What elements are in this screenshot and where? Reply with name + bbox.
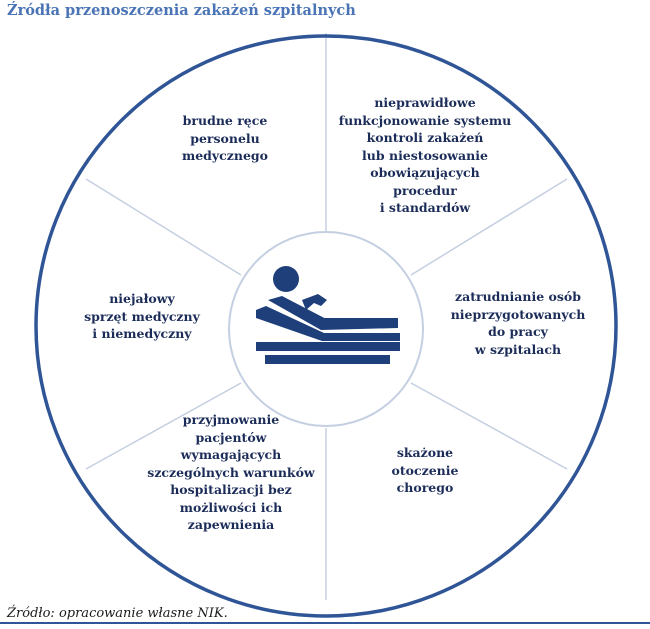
segment-line: zapewnienia: [187, 517, 275, 532]
segment-line: hospitalizacji bez: [170, 482, 292, 497]
segment-line: otoczenie: [391, 462, 459, 478]
segment-line: wymagających: [180, 447, 282, 462]
segment-line: i standardów: [379, 200, 471, 215]
segment-line: skażone: [396, 445, 454, 460]
segment-line: możliwości ich: [179, 499, 283, 515]
segment-label-non-sterile-equipment: niejałowy sprzęt medyczny i niemedyczny: [62, 290, 222, 343]
segment-line: personelu: [190, 130, 260, 146]
segment-line: brudne ręce: [182, 113, 268, 128]
source-note: Źródło: opracowanie własne NIK.: [7, 606, 228, 621]
patient-in-bed-icon: [256, 266, 400, 364]
segment-line: zatrudnianie osób: [455, 289, 581, 304]
segment-line: niejałowy: [109, 291, 175, 306]
segment-line: kontroli zakażeń: [366, 130, 484, 145]
segment-line: medycznego: [181, 148, 268, 163]
segment-line: obowiązujących: [370, 165, 480, 180]
segment-line: w szpitalach: [474, 341, 562, 357]
segment-line: do pracy: [488, 324, 548, 339]
divider-line: [85, 382, 242, 470]
segment-label-contaminated-environment: skażone otoczenie chorego: [360, 444, 490, 497]
segment-line: funkcjonowanie systemu: [338, 112, 512, 128]
segment-line: szczególnych warunków: [147, 464, 315, 480]
divider-line: [410, 382, 568, 470]
segment-label-special-patients: przyjmowanie pacjentów wymagających szcz…: [138, 411, 324, 534]
segment-line: nieprzygotowanych: [450, 306, 586, 322]
bottom-rule: [0, 622, 650, 624]
segment-line: sprzęt medyczny: [84, 308, 200, 324]
segment-line: pacjentów: [195, 429, 267, 445]
segment-label-infection-control: nieprawidłowe funkcjonowanie systemu kon…: [330, 94, 520, 217]
segment-line: procedur: [393, 182, 457, 198]
divider-line: [410, 178, 568, 276]
segment-label-dirty-hands: brudne ręce personelu medycznego: [150, 112, 300, 165]
divider-line: [85, 178, 242, 276]
segment-line: przyjmowanie: [182, 412, 280, 427]
segment-line: i niemedyczny: [92, 326, 192, 341]
outer-ring: [34, 34, 618, 618]
segment-line: lub niestosowanie: [362, 147, 488, 163]
page-title: Źródła przenoszczenia zakażeń szpitalnyc…: [7, 2, 356, 19]
segment-label-unprepared-staff: zatrudnianie osób nieprzygotowanych do p…: [433, 288, 603, 358]
segment-line: chorego: [396, 480, 454, 495]
segment-line: nieprawidłowe: [374, 95, 476, 110]
